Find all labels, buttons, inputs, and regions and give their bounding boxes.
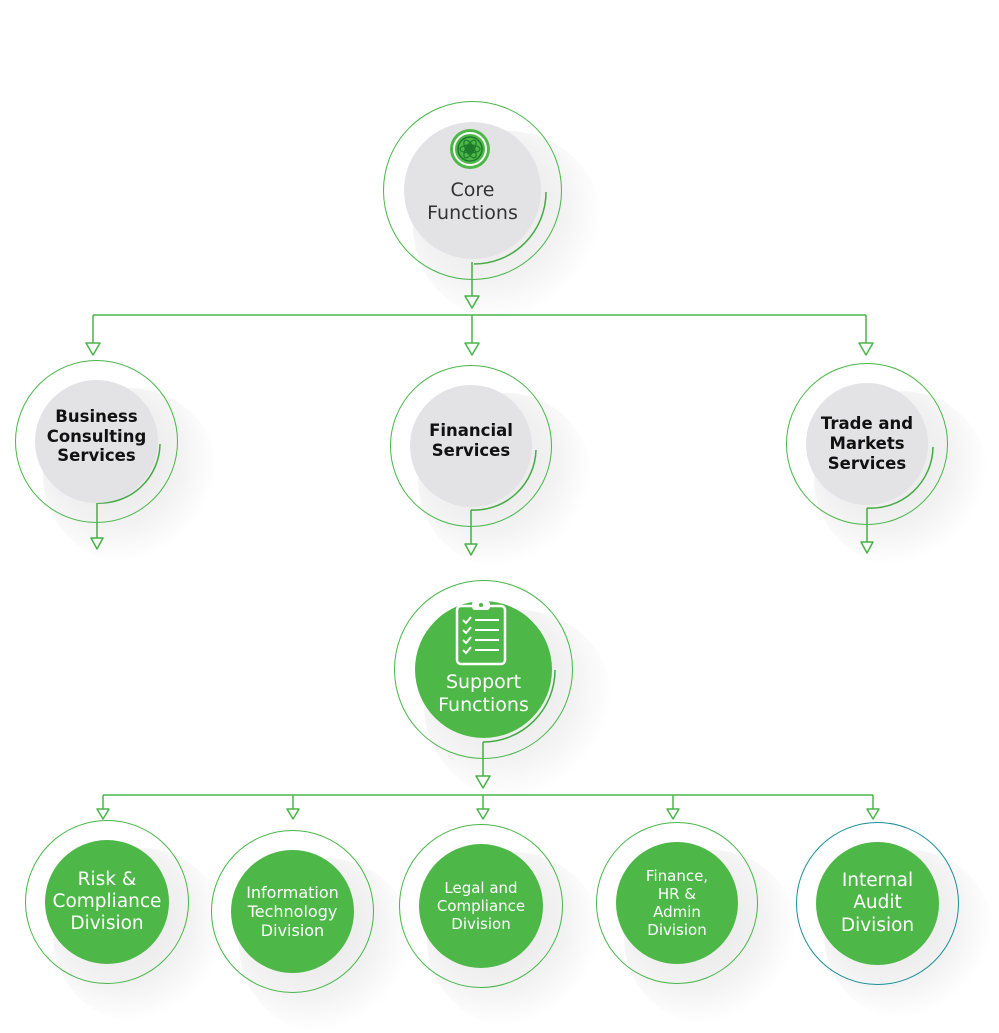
finance-line4: Division bbox=[647, 921, 707, 939]
risk-ring bbox=[25, 820, 189, 984]
arrow-core-down bbox=[464, 295, 480, 309]
audit-ring bbox=[796, 822, 959, 985]
emblem-icon bbox=[450, 129, 490, 169]
support-label-line2: Functions bbox=[438, 694, 529, 716]
internal-audit-node[interactable]: Internal Audit Division bbox=[796, 822, 994, 1020]
legal-label: Legal and Compliance Division bbox=[409, 844, 553, 968]
risk-line2: Compliance bbox=[52, 890, 162, 912]
financial-disk bbox=[410, 385, 532, 507]
trade-markets-node[interactable]: Trade and Markets Services bbox=[786, 363, 989, 566]
audit-line3: Division bbox=[840, 914, 915, 936]
financial-ring bbox=[390, 365, 552, 527]
financial-services-node[interactable]: Financial Services bbox=[390, 365, 593, 568]
it-line3: Division bbox=[260, 921, 325, 941]
trade-label: Trade and Markets Services bbox=[796, 385, 938, 503]
business-label: Business Consulting Services bbox=[25, 380, 168, 493]
core-label: Core Functions bbox=[404, 173, 541, 231]
arrow-right bbox=[858, 342, 874, 356]
finance-ring bbox=[596, 822, 758, 984]
legal-line1: Legal and bbox=[444, 879, 518, 897]
core-label-line1: Core bbox=[450, 179, 495, 202]
trade-line1: Trade and bbox=[820, 414, 914, 434]
arrow-financial-tail bbox=[464, 543, 478, 556]
business-line1: Business bbox=[55, 406, 138, 426]
arrow-trade-tail bbox=[860, 541, 874, 554]
trade-ring bbox=[786, 363, 948, 525]
arrow-s5 bbox=[866, 808, 880, 820]
support-functions-node[interactable]: Support Functions bbox=[394, 580, 614, 800]
financial-line2: Services bbox=[431, 441, 511, 460]
support-label: Support Functions bbox=[415, 666, 552, 722]
business-consulting-node[interactable]: Business Consulting Services bbox=[15, 360, 218, 563]
trade-line3: Services bbox=[827, 453, 907, 473]
business-line3: Services bbox=[57, 446, 136, 466]
support-disk bbox=[415, 601, 552, 738]
audit-disk bbox=[816, 842, 939, 965]
legal-line2: Compliance bbox=[436, 897, 526, 915]
arrow-s4 bbox=[666, 808, 680, 820]
legal-disk bbox=[419, 844, 543, 968]
risk-line3: Division bbox=[70, 913, 144, 935]
core-ring bbox=[383, 101, 562, 280]
business-disk bbox=[35, 380, 158, 503]
information-technology-node[interactable]: Information Technology Division bbox=[211, 830, 414, 1033]
financial-line1: Financial bbox=[429, 421, 513, 441]
finance-line1: Finance, bbox=[645, 867, 709, 885]
it-label: Information Technology Division bbox=[221, 850, 364, 973]
finance-line3: Admin bbox=[653, 903, 701, 921]
core-label-line2: Functions bbox=[427, 202, 518, 224]
arrow-s1 bbox=[96, 808, 110, 820]
risk-compliance-node[interactable]: Risk & Compliance Division bbox=[25, 820, 228, 1023]
business-line2: Consulting bbox=[46, 426, 147, 446]
trade-line2: Markets bbox=[829, 434, 905, 454]
support-ring bbox=[394, 580, 573, 759]
arrow-mid bbox=[464, 342, 480, 356]
support-label-line1: Support bbox=[445, 671, 522, 694]
risk-line1: Risk & bbox=[77, 868, 137, 890]
arrow-left bbox=[85, 342, 101, 356]
arrow-business-tail bbox=[90, 537, 104, 550]
clipboard-checklist-icon bbox=[455, 601, 507, 666]
arrow-support-down bbox=[475, 775, 491, 789]
financial-label: Financial Services bbox=[400, 389, 542, 493]
trade-disk bbox=[806, 383, 928, 505]
arrow-s2 bbox=[286, 808, 300, 820]
legal-line3: Division bbox=[451, 915, 511, 933]
finance-hr-admin-node[interactable]: Finance, HR & Admin Division bbox=[596, 822, 799, 1025]
finance-disk bbox=[616, 842, 738, 964]
finance-line2: HR & bbox=[657, 885, 697, 903]
legal-compliance-node[interactable]: Legal and Compliance Division bbox=[399, 824, 602, 1027]
it-disk bbox=[231, 850, 354, 973]
arrow-s3 bbox=[476, 808, 490, 820]
it-line1: Information bbox=[246, 882, 339, 902]
risk-label: Risk & Compliance Division bbox=[31, 840, 183, 964]
legal-ring bbox=[399, 824, 563, 988]
audit-line2: Audit bbox=[853, 892, 902, 914]
it-line2: Technology bbox=[247, 901, 338, 921]
audit-label: Internal Audit Division bbox=[806, 842, 949, 965]
it-ring bbox=[211, 830, 374, 993]
finance-label: Finance, HR & Admin Division bbox=[606, 842, 748, 964]
business-ring bbox=[15, 360, 178, 523]
audit-line1: Internal bbox=[841, 870, 914, 892]
risk-disk bbox=[45, 840, 169, 964]
core-functions-node[interactable]: Core Functions bbox=[383, 101, 603, 321]
